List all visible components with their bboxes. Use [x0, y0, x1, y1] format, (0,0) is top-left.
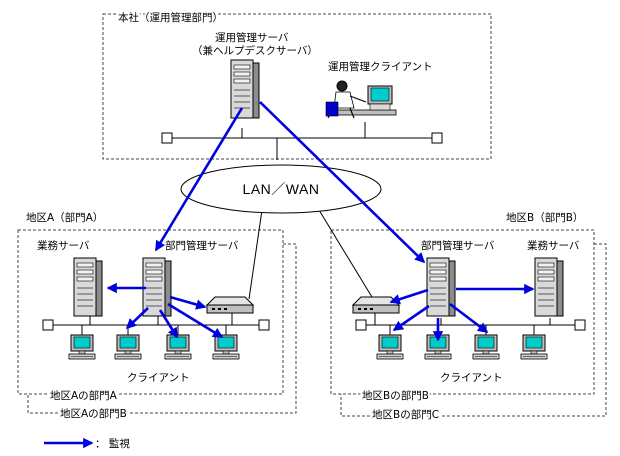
area-b-dept-c-region: [340, 243, 607, 417]
ops-client-label: 運用管理クライアント: [328, 60, 433, 73]
biz-server-b-icon: [534, 257, 564, 317]
area-a-client-2-icon: [114, 334, 142, 360]
area-a-client-4-icon: [212, 334, 240, 360]
area-a-dept-b-region: [27, 243, 297, 414]
area-a-region: [17, 229, 284, 395]
area-b-router-icon: [352, 296, 400, 314]
hq-lan-node-left: [161, 132, 173, 144]
area-b-client-4-icon: [520, 334, 548, 360]
wan-label: LAN／WAN: [243, 181, 320, 197]
legend-label: ： 監視: [95, 437, 130, 450]
hq-region: [102, 13, 492, 160]
area-b-label: 地区B（部門B）: [506, 211, 583, 224]
area-b-client-3-icon: [472, 334, 500, 360]
client-a-label: クライアント: [127, 372, 190, 384]
ops-server-sublabel: （兼ヘルプデスクサーバ）: [192, 44, 318, 57]
area-b-lan-node-right: [574, 319, 586, 331]
monitor-arrows: [106, 101, 535, 342]
client-b-label: クライアント: [440, 372, 503, 384]
area-b-dept-b-label: 地区Bの部門B: [362, 389, 429, 402]
biz-server-b-label: 業務サーバ: [527, 239, 580, 252]
area-b-dept-c-label: 地区Bの部門C: [372, 408, 439, 421]
area-b-client-1-icon: [376, 334, 404, 360]
area-b-lan-node-left: [355, 319, 367, 331]
area-a-router-icon: [206, 296, 254, 314]
dept-server-b-label: 部門管理サーバ: [421, 239, 495, 252]
ops-server-label: 運用管理サーバ: [215, 31, 289, 44]
biz-server-a-icon: [73, 257, 103, 317]
area-a-client-1-icon: [68, 334, 96, 360]
area-a-lan-node-left: [42, 319, 54, 331]
area-b-region: [330, 229, 595, 395]
wan-cloud: [180, 164, 382, 214]
area-a-client-3-icon: [164, 334, 192, 360]
area-a-lan-node-right: [258, 319, 270, 331]
hq-label: 本社（運用管理部門）: [118, 11, 223, 24]
area-a-dept-a-label: 地区Aの部門A: [50, 389, 118, 402]
ops-client-workstation-icon: [325, 80, 397, 119]
dept-server-a-label: 部門管理サーバ: [165, 239, 239, 252]
ops-server-icon: [230, 59, 260, 119]
dept-server-b-icon: [426, 257, 456, 317]
hq-lan-node-right: [431, 132, 443, 144]
area-a-dept-b-label: 地区Aの部門B: [60, 407, 127, 420]
biz-server-a-label: 業務サーバ: [37, 239, 90, 252]
area-a-label: 地区A（部門A）: [26, 211, 103, 224]
